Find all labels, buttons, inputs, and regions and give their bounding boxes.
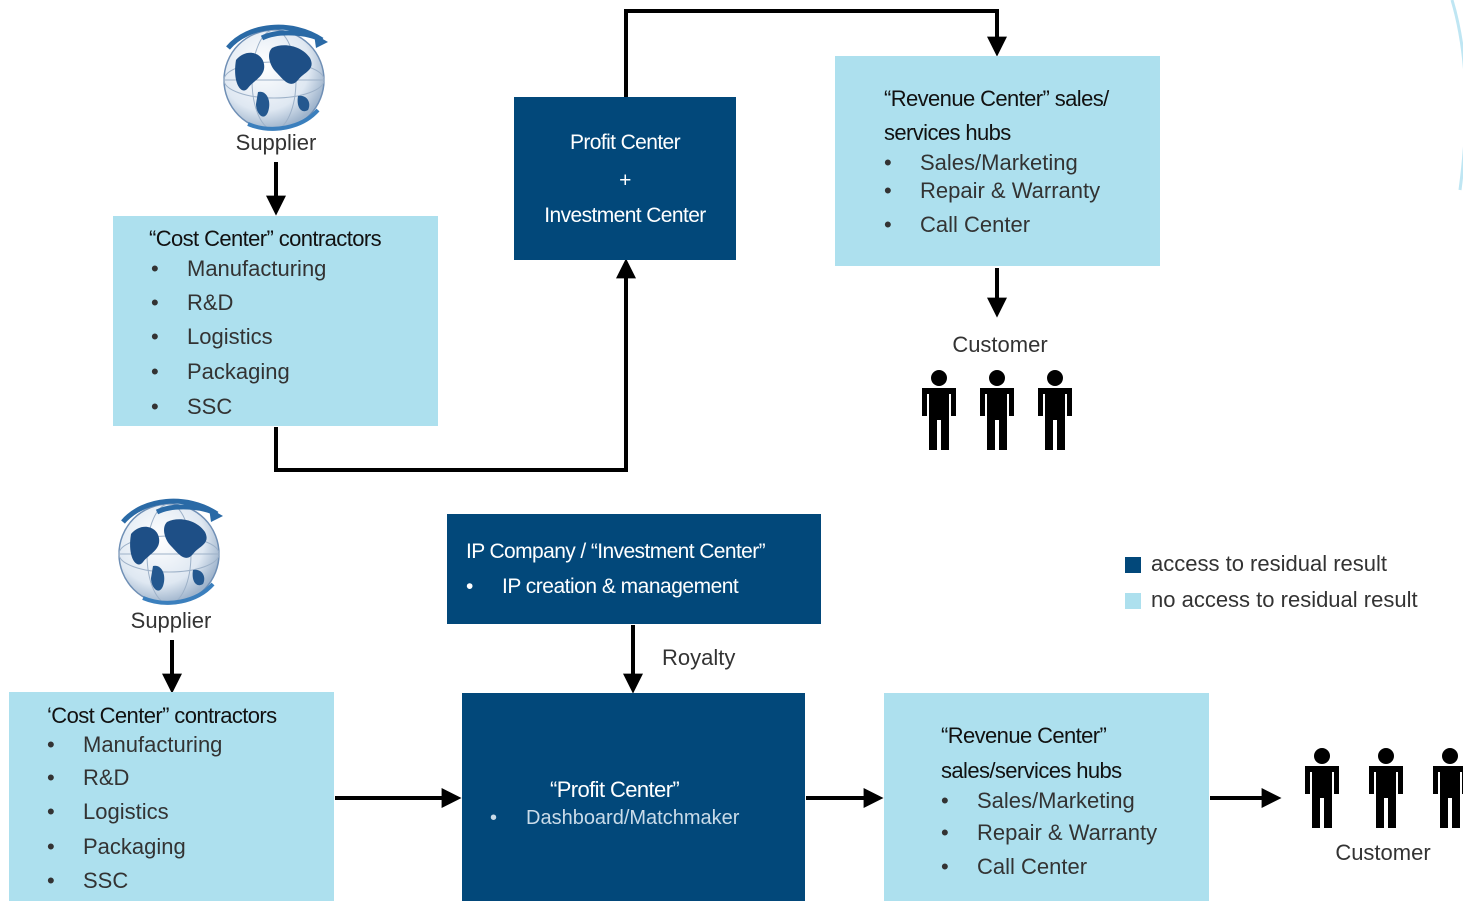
- list-item: Sales/Marketing: [941, 788, 1157, 820]
- list-item: SSC: [151, 394, 326, 428]
- profit-center-title: “Profit Center”: [550, 777, 680, 802]
- profit-center-box: “Profit Center” Dashboard/Matchmaker: [462, 693, 805, 901]
- cost-center-title: “Cost Center” contractors: [149, 226, 382, 251]
- person-icon: [1433, 748, 1463, 828]
- revenue-center-title-2: sales/services hubs: [941, 758, 1122, 783]
- ip-company-box: IP Company / “Investment Center” IP crea…: [447, 514, 821, 624]
- legend-label: no access to residual result: [1151, 587, 1418, 612]
- person-icon: [1305, 748, 1339, 828]
- legend-swatch-light: [1125, 593, 1141, 609]
- person-icon: [980, 370, 1014, 450]
- globe-icon: [223, 24, 328, 131]
- cost-center-box: ‘Cost Center” contractors Manufacturing …: [9, 692, 334, 901]
- list-item: Call Center: [884, 212, 1100, 242]
- person-icon: [1369, 748, 1403, 828]
- arrow-profit-to-revenue-top: [624, 9, 1007, 97]
- customer-group: [918, 370, 1076, 450]
- profit-center-list: Dashboard/Matchmaker: [490, 807, 739, 830]
- ip-company-title: IP Company / “Investment Center”: [466, 540, 766, 563]
- legend-swatch-dark: [1125, 557, 1141, 573]
- list-item: Repair & Warranty: [884, 178, 1100, 212]
- cost-center-box: “Cost Center” contractors Manufacturing …: [113, 216, 438, 426]
- list-item: Manufacturing: [47, 732, 222, 765]
- list-item: Packaging: [47, 834, 222, 868]
- person-icon: [922, 370, 956, 450]
- list-item: IP creation & management: [466, 575, 739, 599]
- list-item: Packaging: [151, 359, 326, 394]
- person-icon: [1038, 370, 1072, 450]
- list-item: SSC: [47, 868, 222, 902]
- legend-label: access to residual result: [1151, 551, 1387, 576]
- supplier-label: Supplier: [130, 608, 212, 633]
- decorative-swoosh: [1450, 0, 1463, 191]
- customer-label: Customer: [952, 332, 1048, 357]
- cost-center-title: ‘Cost Center” contractors: [47, 703, 277, 728]
- ip-company-list: IP creation & management: [466, 575, 739, 599]
- list-item: R&D: [47, 765, 222, 799]
- cost-center-list: Manufacturing R&D Logistics Packaging SS…: [151, 256, 326, 428]
- revenue-center-box: “Revenue Center” sales/services hubs Sal…: [884, 693, 1209, 901]
- royalty-label: Royalty: [662, 645, 736, 670]
- customer-group: [1301, 748, 1463, 828]
- customer-label: Customer: [1335, 840, 1431, 865]
- revenue-center-list: Sales/Marketing Repair & Warranty Call C…: [941, 788, 1157, 884]
- list-item: Dashboard/Matchmaker: [490, 807, 739, 830]
- list-item: Logistics: [151, 324, 326, 359]
- globe-icon: [118, 498, 223, 605]
- revenue-center-list: Sales/Marketing Repair & Warranty Call C…: [884, 150, 1100, 242]
- profit-center-plus: +: [619, 169, 631, 192]
- revenue-center-title-2: services hubs: [884, 120, 1011, 145]
- list-item: Logistics: [47, 799, 222, 834]
- revenue-center-title-1: “Revenue Center” sales/: [884, 86, 1109, 111]
- list-item: Call Center: [941, 854, 1157, 884]
- revenue-center-title-1: “Revenue Center”: [941, 723, 1107, 748]
- list-item: Sales/Marketing: [884, 150, 1100, 178]
- profit-center-line3: Investment Center: [544, 204, 706, 227]
- list-item: Manufacturing: [151, 256, 326, 290]
- profit-center-box: Profit Center + Investment Center: [514, 97, 736, 260]
- cost-center-list: Manufacturing R&D Logistics Packaging SS…: [47, 732, 222, 902]
- supplier-label: Supplier: [235, 130, 317, 155]
- list-item: Repair & Warranty: [941, 820, 1157, 854]
- arrow-cost-to-profit-top: [274, 258, 636, 472]
- revenue-center-box: “Revenue Center” sales/ services hubs Sa…: [835, 56, 1160, 266]
- list-item: R&D: [151, 290, 326, 324]
- profit-center-line1: Profit Center: [569, 131, 681, 154]
